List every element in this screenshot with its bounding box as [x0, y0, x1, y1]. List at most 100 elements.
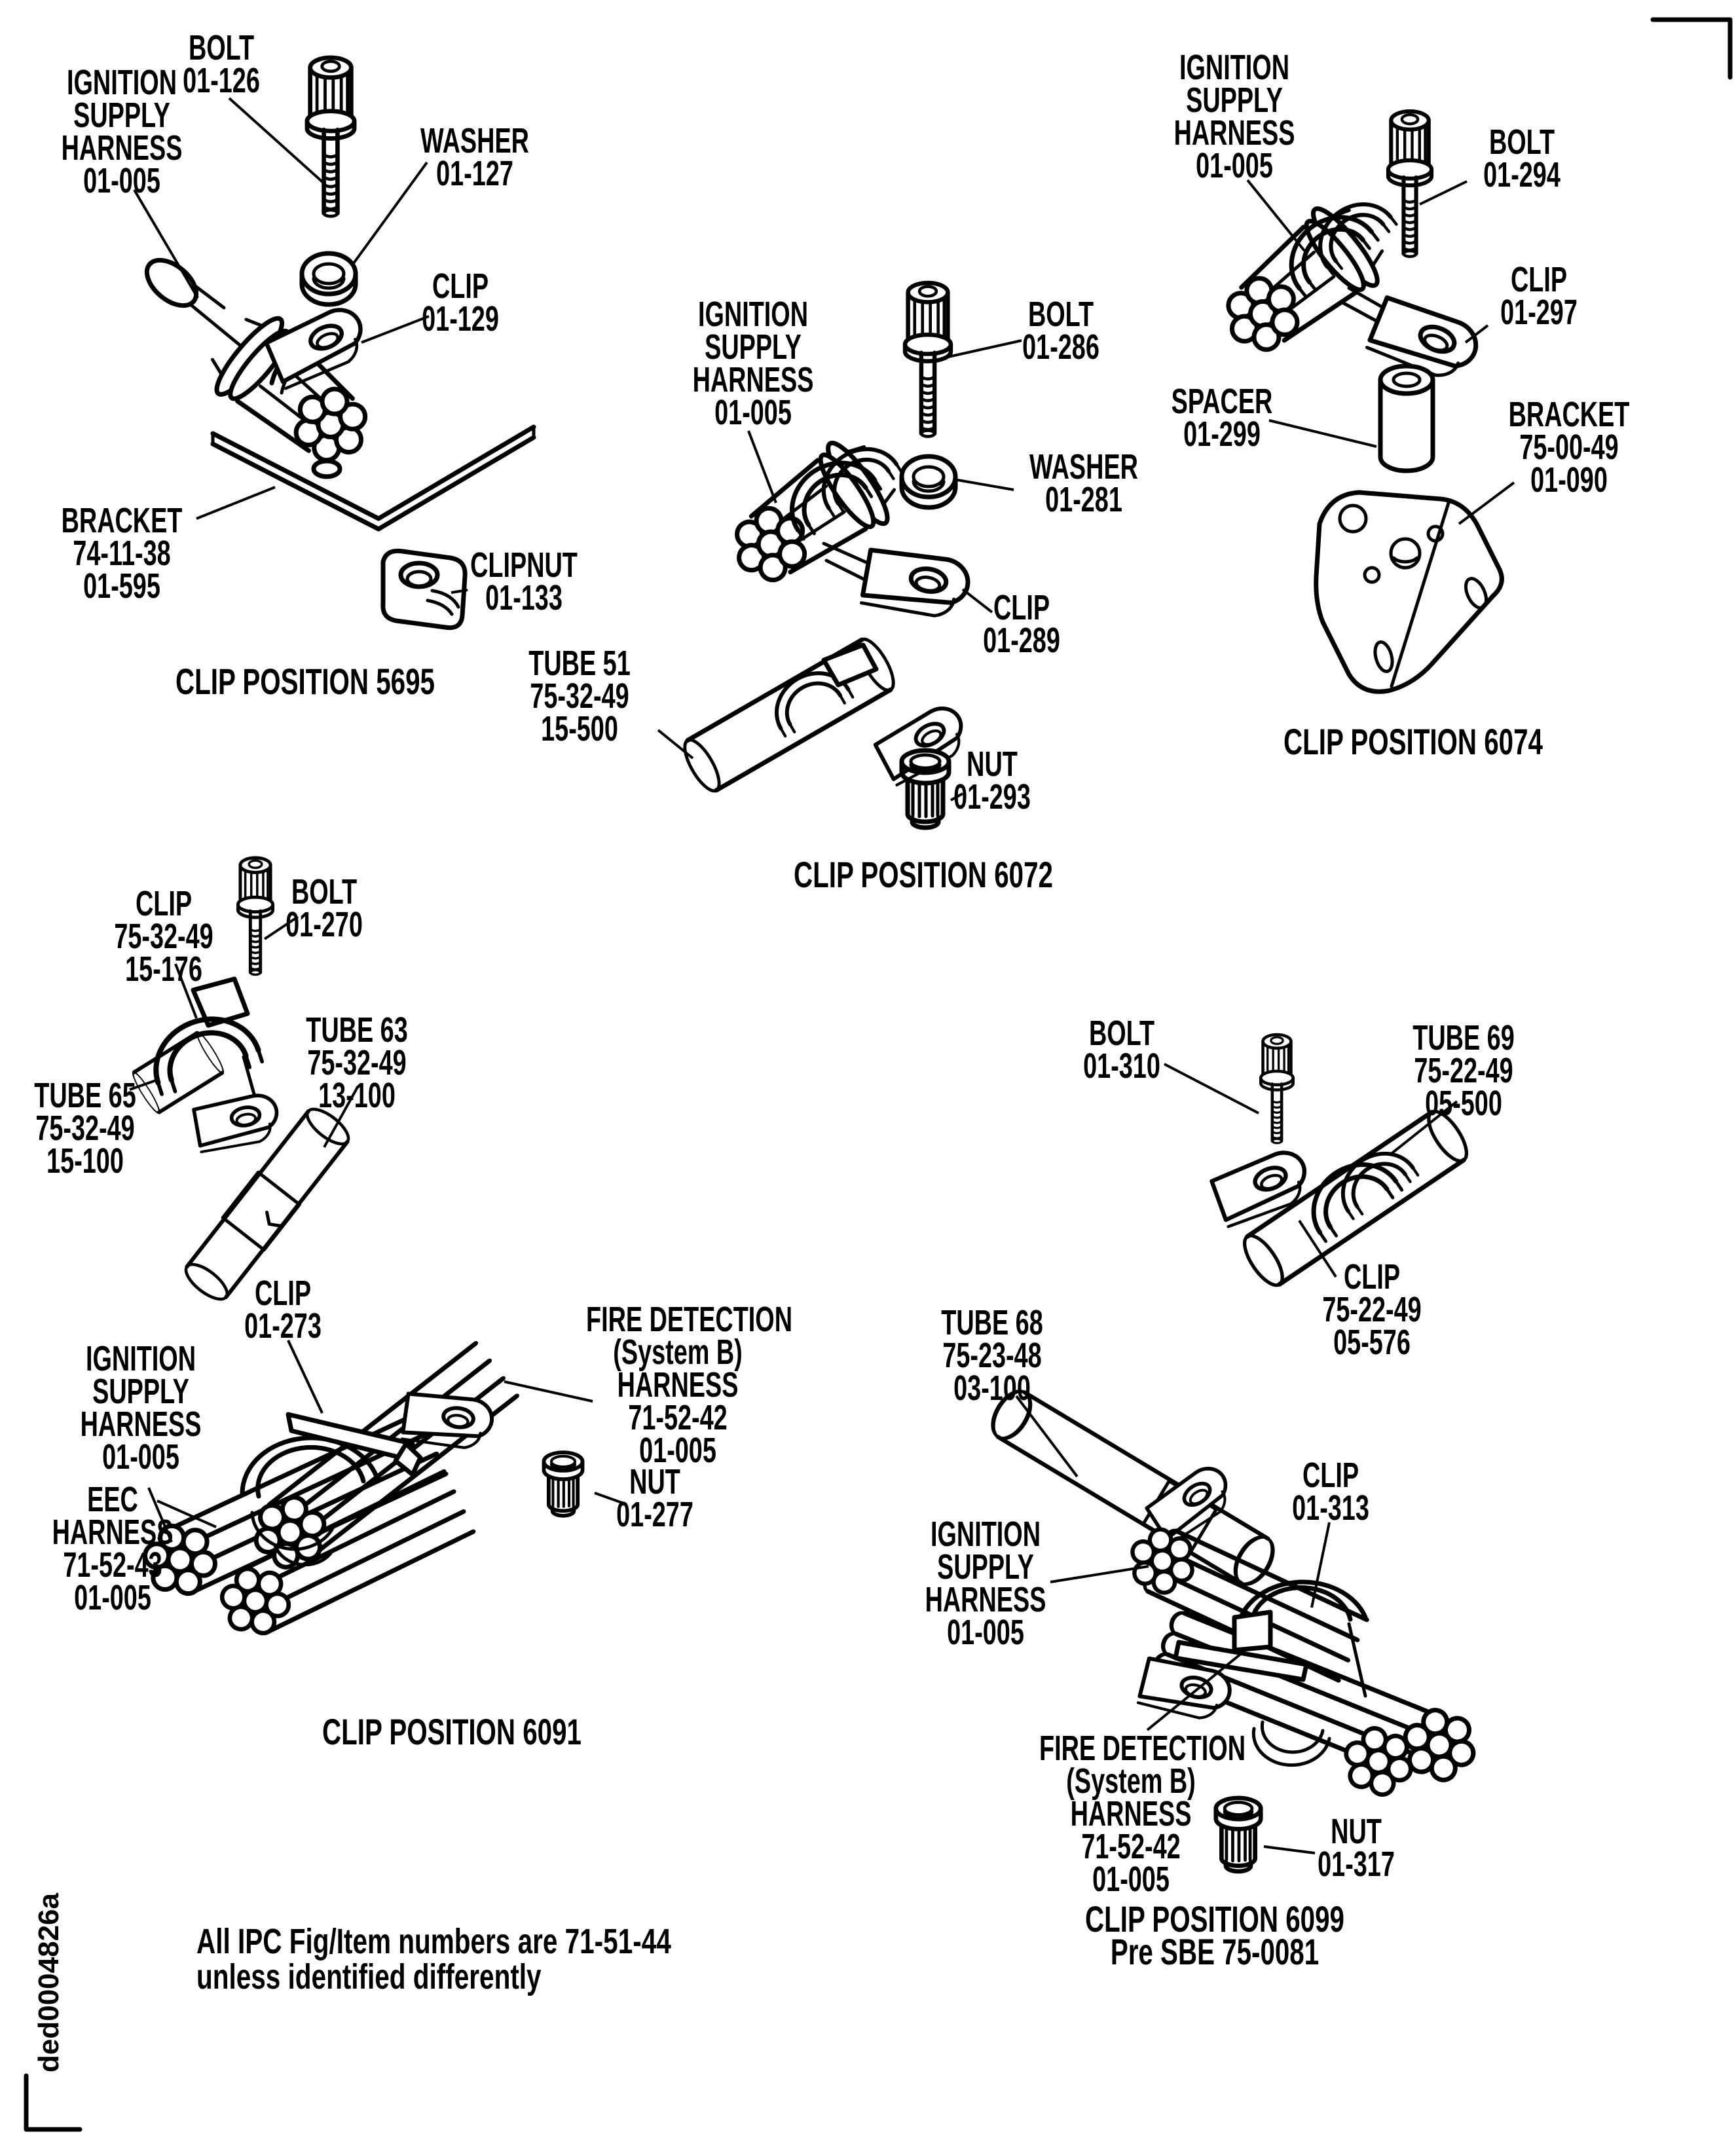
label-line: CLIP: [1510, 260, 1568, 299]
label-line: 75-32-49: [530, 676, 629, 716]
label-line: 01-005: [639, 1431, 716, 1470]
label-line: 15-100: [46, 1141, 124, 1181]
assembly-6074-drawing: [1204, 111, 1515, 694]
label-line: BOLT: [1488, 122, 1555, 162]
leader-lines: [129, 915, 623, 1543]
label-line: FIRE DETECTION: [586, 1300, 793, 1339]
bolt-drawing: [905, 283, 951, 437]
label-line: 01-310: [1083, 1046, 1160, 1086]
label-line: CLIP: [432, 267, 489, 306]
label-line: SUPPLY: [73, 96, 170, 135]
clip-tube65-drawing: [130, 976, 282, 1152]
label-line: 01-129: [422, 299, 499, 339]
label-line: 01-005: [714, 393, 792, 432]
label-line: SPACER: [1171, 382, 1273, 421]
spacer-drawing: [1380, 366, 1433, 471]
label-line: 01-277: [616, 1495, 693, 1534]
label-line: IGNITION: [1179, 48, 1289, 87]
bracket-drawing: [1314, 490, 1504, 694]
label-line: All IPC Fig/Item numbers are 71-51-44: [196, 1922, 671, 1961]
label-line: CLIP: [1343, 1257, 1401, 1297]
label-line: FIRE DETECTION: [1039, 1729, 1246, 1768]
label-line: SUPPLY: [1186, 81, 1283, 120]
bolt-drawing: [1388, 111, 1431, 257]
label-line: 01-313: [1292, 1488, 1369, 1528]
label-line: 01-090: [1530, 460, 1608, 500]
label-line: 05-500: [1425, 1084, 1502, 1123]
corner-mark-top-right-icon: [1650, 17, 1733, 80]
label-line: 74-11-38: [73, 534, 171, 573]
label-line: 01-286: [1022, 327, 1099, 367]
label-line: 01-005: [1196, 146, 1273, 185]
label-line: 15-500: [541, 709, 618, 748]
bolt-drawing: [1261, 1035, 1293, 1143]
bolt-drawing: [307, 58, 354, 216]
label-line: 15-176: [125, 949, 202, 989]
label-line: 01-293: [953, 777, 1031, 817]
caption-clip-position-6091: CLIP POSITION 6091: [287, 1711, 617, 1752]
clip-drawing: [776, 434, 972, 620]
washer-drawing: [302, 253, 356, 304]
label-line: TUBE 69: [1413, 1018, 1515, 1058]
tube-63-drawing: [181, 1103, 354, 1306]
label-line: HARNESS: [1173, 113, 1295, 153]
label-line: CLIP POSITION 6099: [1085, 1898, 1344, 1940]
label-line: 01-294: [1483, 155, 1561, 194]
label-line: NUT: [1331, 1812, 1382, 1851]
label-line: 03-100: [953, 1369, 1031, 1408]
washer-drawing: [902, 456, 955, 507]
label-line: IGNITION: [698, 295, 808, 334]
label-line: 05-576: [1333, 1323, 1411, 1362]
label-line: CLIP: [993, 588, 1050, 627]
label-line: 71-52-42: [628, 1398, 728, 1437]
caption-clip-position-6074: CLIP POSITION 6074: [1248, 721, 1578, 762]
label-line: BRACKET: [61, 501, 183, 540]
clip-drawing: [265, 303, 372, 395]
label-line: HARNESS: [1070, 1794, 1192, 1833]
label-line: NUT: [967, 745, 1018, 784]
label-line: NUT: [629, 1462, 680, 1501]
assembly-6072-drawing: [657, 283, 1022, 828]
label-line: BOLT: [1088, 1014, 1155, 1053]
label-line: WASHER: [420, 121, 529, 160]
label-line: HARNESS: [617, 1365, 739, 1405]
label-line: HARNESS: [52, 1513, 174, 1552]
label-line: CLIP POSITION 6091: [322, 1711, 582, 1752]
label-line: 01-005: [947, 1613, 1024, 1652]
assembly-6099-drawing: [986, 1035, 1484, 1871]
label-line: IGNITION: [931, 1515, 1041, 1554]
label-line: 01-005: [83, 161, 160, 200]
corner-mark-bottom-left-icon: [24, 2073, 83, 2132]
label-line: CLIP POSITION 6074: [1284, 721, 1543, 762]
label-line: EEC: [87, 1480, 138, 1519]
label-line: CLIP POSITION 6072: [794, 854, 1053, 895]
label-line: SUPPLY: [705, 327, 802, 367]
label-line: TUBE 65: [34, 1076, 136, 1115]
label-line: TUBE 63: [306, 1010, 408, 1050]
nut-drawing: [1216, 1798, 1261, 1871]
label-line: 75-22-49: [1322, 1290, 1422, 1329]
label-line: BRACKET: [1508, 395, 1630, 434]
